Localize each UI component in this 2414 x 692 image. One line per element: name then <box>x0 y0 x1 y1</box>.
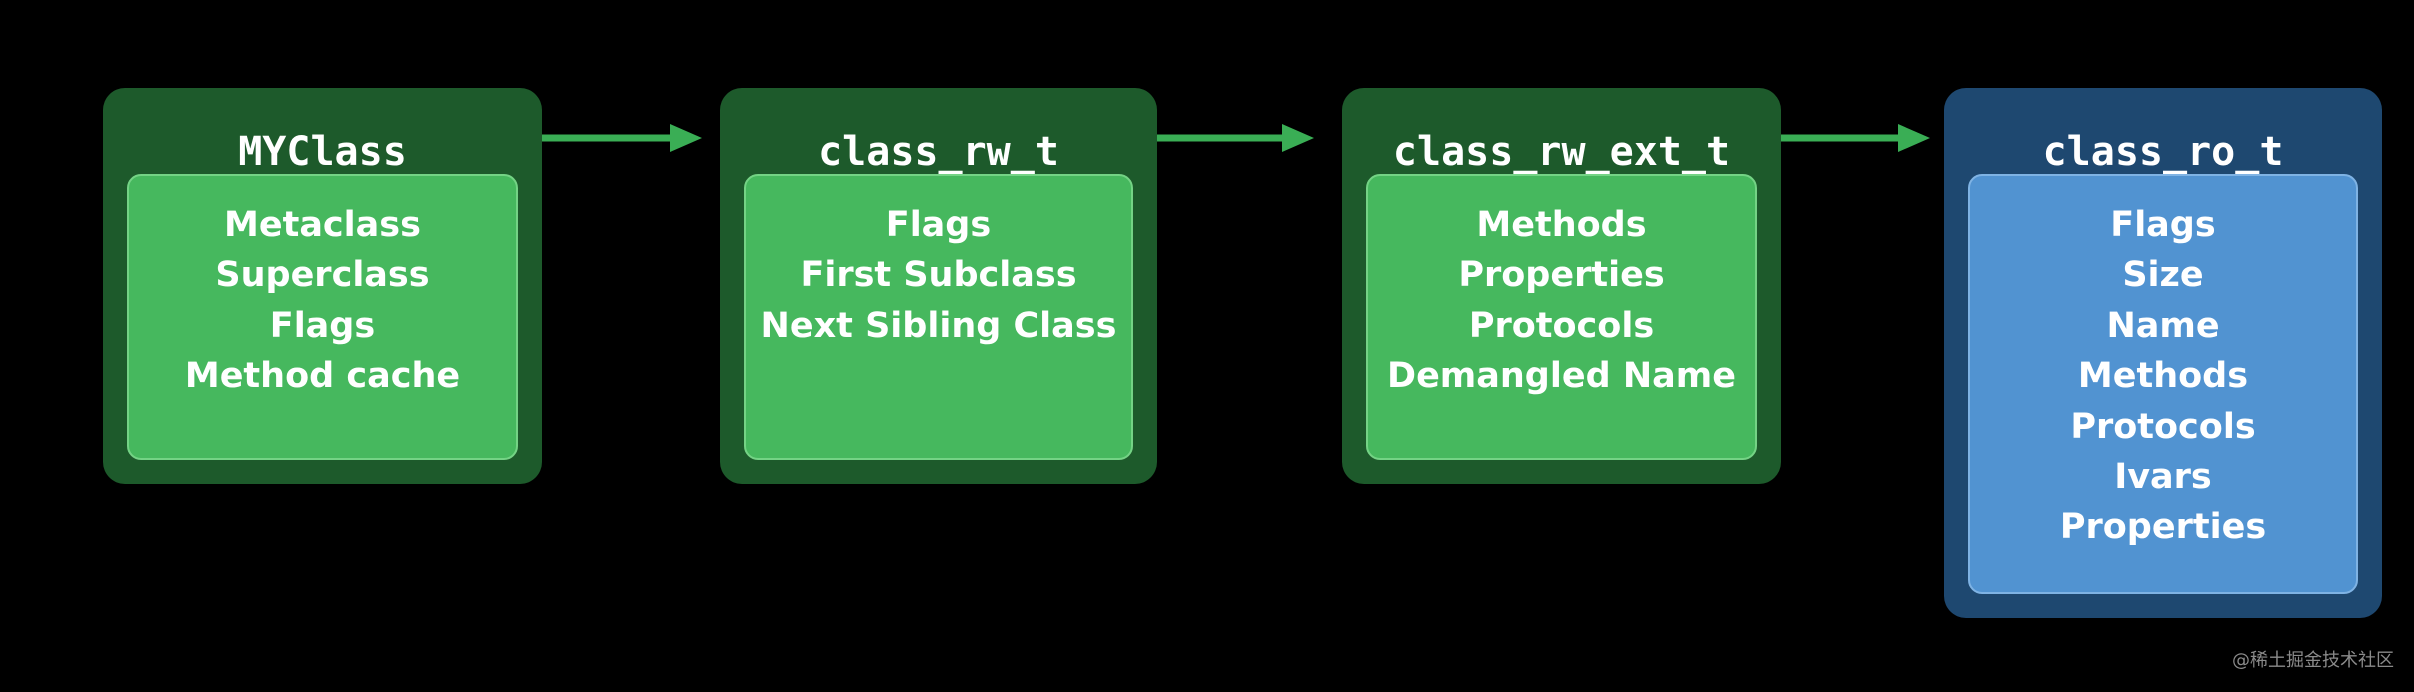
field-label: Methods <box>1476 205 1647 245</box>
arrow-class-rw-t-to-class-rw-ext-t <box>1157 124 1314 152</box>
field-label: Properties <box>2059 507 2267 548</box>
node-fields: Flags First Subclass Next Sibling Class <box>744 174 1133 460</box>
field-label: Metaclass <box>224 205 421 245</box>
field-label: Next Sibling Class <box>760 305 1117 346</box>
field-label: Flags <box>885 205 992 245</box>
node-myclass: MYClass Metaclass Superclass Flags Metho… <box>103 88 542 484</box>
node-class-rw-t: class_rw_t Flags First Subclass Next Sib… <box>720 88 1157 484</box>
arrow-myclass-to-class-rw-t <box>542 124 702 152</box>
field-label: Superclass <box>215 255 430 296</box>
node-title: class_rw_t <box>818 129 1059 175</box>
field-label: Demangled Name <box>1387 356 1736 397</box>
field-label: Flags <box>2110 205 2216 245</box>
node-class-rw-ext-t: class_rw_ext_t Methods Properties Protoc… <box>1342 88 1781 484</box>
arrow-class-rw-ext-t-to-class-ro-t <box>1781 124 1930 152</box>
node-class-ro-t: class_ro_t Flags Size Name Methods Proto… <box>1944 88 2382 618</box>
field-label: Flags <box>269 305 376 346</box>
field-label: Protocols <box>1468 305 1655 346</box>
watermark-text: @稀土掘金技术社区 <box>2232 650 2394 671</box>
field-label: Name <box>2106 305 2220 346</box>
field-label: First Subclass <box>800 255 1077 296</box>
field-label: Method cache <box>184 356 461 397</box>
field-label: Properties <box>1458 255 1665 296</box>
field-label: Ivars <box>2114 457 2212 498</box>
field-label: Methods <box>2077 356 2249 397</box>
node-fields: Metaclass Superclass Flags Method cache <box>127 174 518 460</box>
node-title: MYClass <box>238 129 407 175</box>
field-label: Size <box>2122 255 2204 296</box>
field-label: Protocols <box>2070 406 2256 447</box>
node-fields: Flags Size Name Methods Protocols Ivars … <box>1968 174 2358 594</box>
node-title: class_rw_ext_t <box>1392 129 1731 175</box>
node-title: class_ro_t <box>2042 129 2284 175</box>
node-fields: Methods Properties Protocols Demangled N… <box>1366 174 1757 460</box>
